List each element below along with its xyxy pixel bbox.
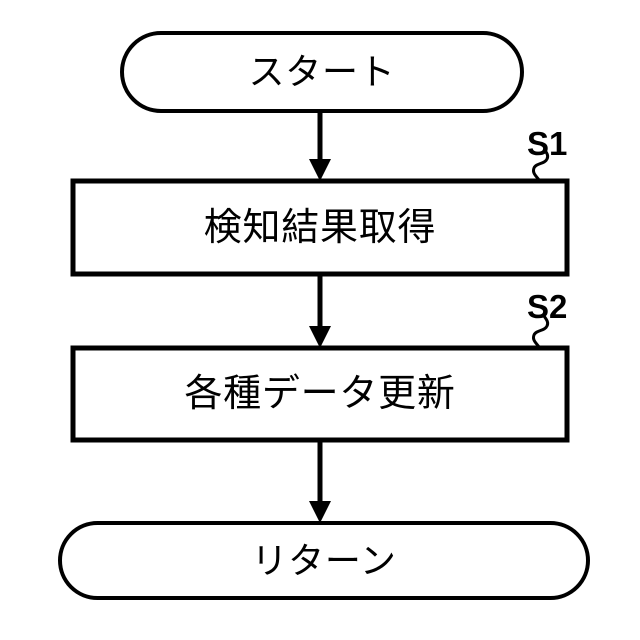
step1-tag-s1: S1: [527, 125, 568, 162]
step1-process-shape[interactable]: [70, 178, 570, 277]
start-terminator-label: スタート: [248, 51, 396, 92]
arrowhead-step1-to-step2: [309, 326, 331, 348]
step2-tag-s2: S2: [527, 288, 568, 325]
step2-tag-leader-line: [532, 315, 550, 349]
step1-process-label: 検知結果取得: [203, 206, 437, 249]
arrowhead-start-to-step1: [309, 159, 331, 181]
step1-tag-leader-line: [532, 148, 550, 182]
return-terminator-shape[interactable]: [58, 521, 590, 600]
return-terminator-label: リターン: [251, 539, 397, 581]
step2-process-label: 各種データ更新: [184, 373, 456, 415]
arrowhead-step2-to-return: [309, 501, 331, 523]
